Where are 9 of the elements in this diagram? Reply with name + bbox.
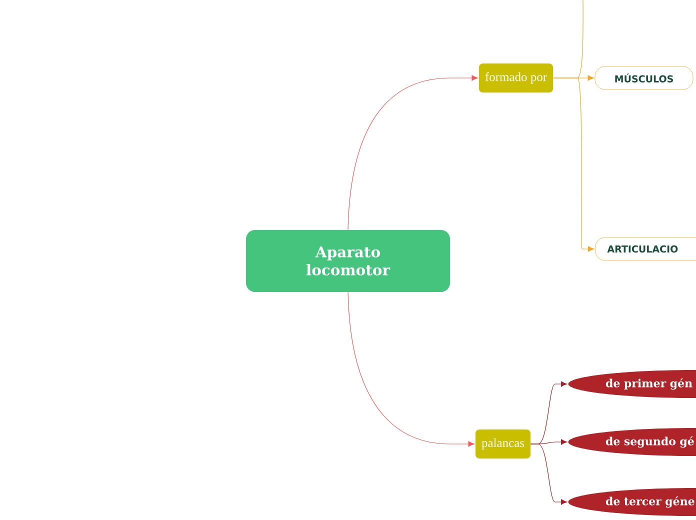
central-topic-box: Aparato locomotor — [246, 230, 450, 292]
connector — [348, 292, 474, 447]
subtopic-box: palancas — [476, 430, 531, 458]
subtopic-box: formado por — [478, 64, 554, 92]
connector — [348, 75, 478, 230]
connector — [552, 78, 594, 252]
connector — [530, 444, 568, 505]
concept-pill: ARTICULACIO — [595, 237, 696, 261]
concept-pill: MÚSCULOS — [594, 66, 694, 90]
